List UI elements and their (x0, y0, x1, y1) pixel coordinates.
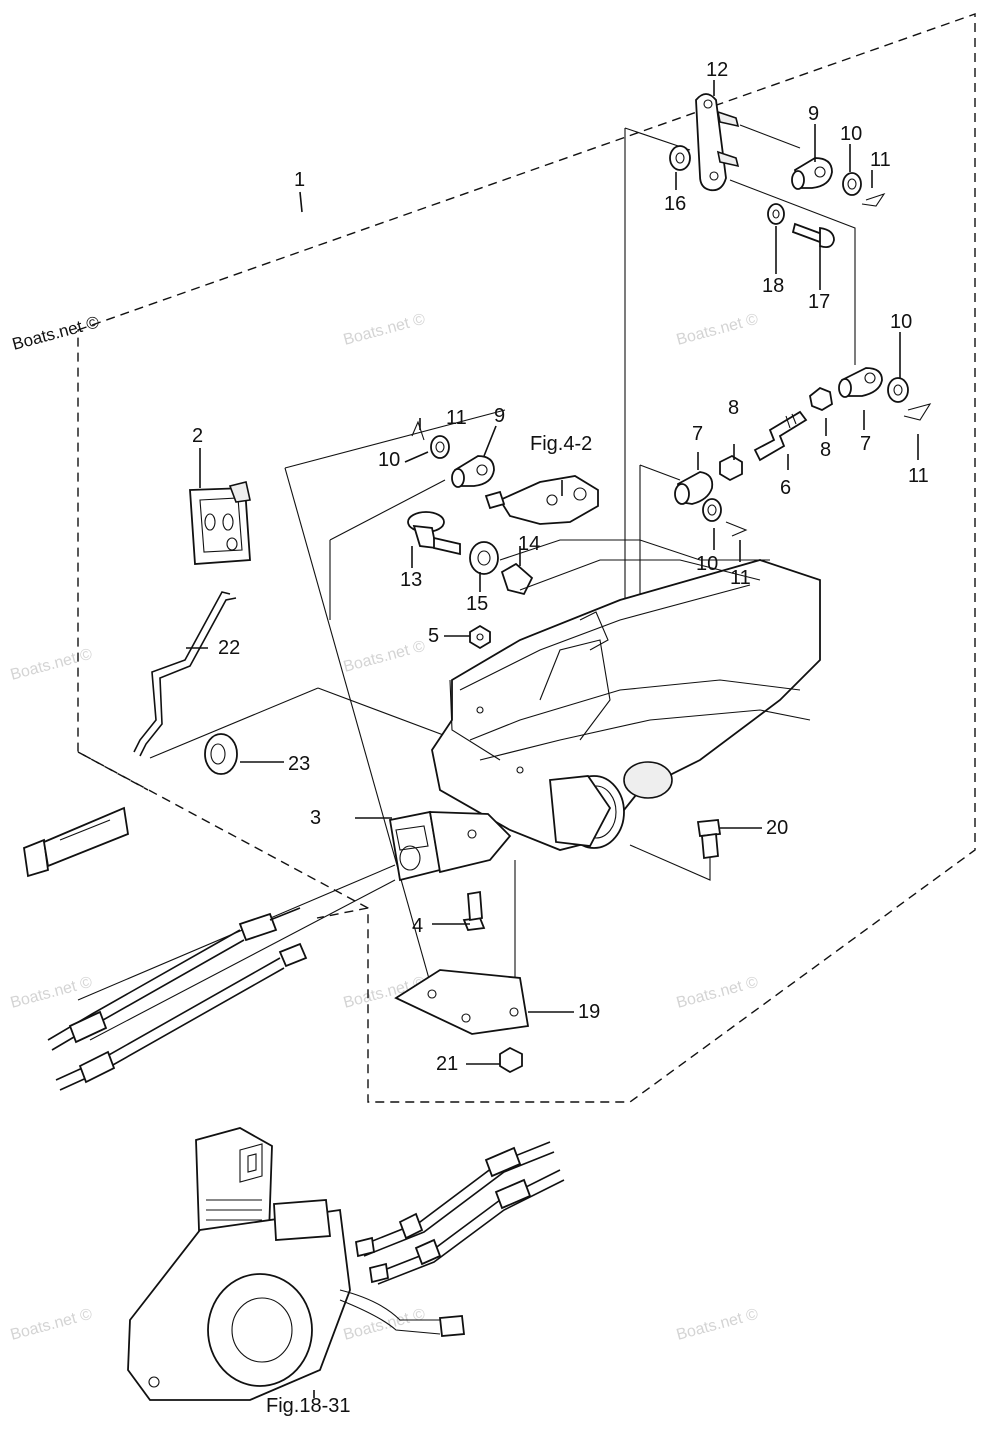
figure-ref-4-2: Fig.4-2 (530, 433, 592, 455)
part-11-clip-mid (411, 420, 425, 441)
part-5-nut (469, 624, 491, 650)
callout-16: 16 (664, 193, 686, 215)
part-12-link-plate (695, 93, 740, 192)
callout-10: 10 (378, 449, 400, 471)
watermark-faint: Boats.net © (342, 311, 428, 349)
part-8-nut-right (809, 386, 833, 412)
part-10-washer-upper (842, 172, 862, 196)
part-15-bushing (469, 541, 499, 575)
assembly-boundary (77, 13, 976, 1103)
callout-10: 10 (696, 553, 718, 575)
part-10-washer-right (887, 377, 909, 403)
part-10-washer-mid (430, 435, 450, 459)
callout-19: 19 (578, 1001, 600, 1023)
callout-7: 7 (692, 423, 703, 445)
callout-21: 21 (436, 1053, 458, 1075)
part-20-bolt (696, 819, 722, 860)
part-2-cover-plate (189, 481, 251, 565)
callout-22: 22 (218, 637, 240, 659)
watermark-faint: Boats.net © (9, 974, 95, 1012)
remote-control-box (127, 1127, 465, 1401)
part-7-ball-joint-right (838, 367, 883, 398)
callout-9: 9 (494, 405, 505, 427)
figure-ref-18-31: Fig.18-31 (266, 1395, 351, 1417)
callout-4: 4 (412, 915, 423, 937)
callout-14: 14 (518, 533, 540, 555)
part-14-collar (500, 562, 534, 596)
watermark-faint: Boats.net © (342, 1306, 428, 1344)
callout-2: 2 (192, 425, 203, 447)
callout-11: 11 (446, 407, 467, 429)
leader-lines (186, 80, 919, 1398)
callout-15: 15 (466, 593, 488, 615)
fig-4-2-bracket (484, 475, 599, 525)
cable-end-connector (23, 806, 129, 878)
callout-11: 11 (730, 567, 751, 589)
callout-9: 9 (808, 103, 819, 125)
watermark-faint: Boats.net © (342, 638, 428, 676)
part-11-clip-right (903, 403, 932, 421)
callout-8: 8 (820, 439, 831, 461)
watermark-faint: Boats.net © (675, 1306, 761, 1344)
part-22-link-rod (133, 591, 237, 757)
callout-1: 1 (294, 169, 305, 191)
part-18-washer (767, 203, 785, 225)
part-17-bolt (791, 222, 835, 249)
callout-3: 3 (310, 807, 321, 829)
part-21-nut (499, 1046, 523, 1074)
callout-20: 20 (766, 817, 788, 839)
part-3-cable-bracket (388, 810, 512, 882)
callout-13: 13 (400, 569, 422, 591)
part-4-bolt (462, 890, 486, 931)
callout-labels: 1 2 3 4 5 6 7 7 8 8 9 9 10 10 10 10 11 1… (192, 59, 929, 1417)
part-13-pivot-pin (407, 511, 461, 556)
part-23-grommet (204, 733, 238, 775)
callout-5: 5 (428, 625, 439, 647)
callout-10: 10 (840, 123, 862, 145)
watermark-faint: Boats.net © (675, 974, 761, 1012)
part-9-ball-joint-mid (451, 455, 495, 488)
part-10-washer-left (702, 498, 722, 522)
part-8-nut-left (719, 454, 743, 482)
watermark-faint: Boats.net © (9, 1306, 95, 1344)
part-11-clip-left (725, 521, 748, 537)
part-7-ball-joint-left (674, 471, 714, 505)
callout-7: 7 (860, 433, 871, 455)
control-cables-upper (47, 907, 308, 1091)
main-bracket-assembly (431, 539, 821, 851)
callout-8: 8 (728, 397, 739, 419)
callout-11: 11 (908, 465, 929, 487)
callout-11: 11 (870, 149, 891, 171)
watermark-main: Boats.net © (10, 312, 101, 354)
callout-6: 6 (780, 477, 791, 499)
part-9-ball-joint-upper (791, 157, 833, 190)
callout-18: 18 (762, 275, 784, 297)
part-6-threaded-rod (753, 410, 808, 462)
part-16-washer (669, 145, 691, 171)
callout-10: 10 (890, 311, 912, 333)
part-19-lower-plate (394, 969, 530, 1035)
callout-23: 23 (288, 753, 310, 775)
watermark-faint: Boats.net © (675, 311, 761, 349)
part-11-clip-upper (861, 192, 886, 207)
callout-12: 12 (706, 59, 728, 81)
watermark-faint: Boats.net © (9, 646, 95, 684)
remote-cables (354, 1141, 565, 1285)
callout-17: 17 (808, 291, 830, 313)
